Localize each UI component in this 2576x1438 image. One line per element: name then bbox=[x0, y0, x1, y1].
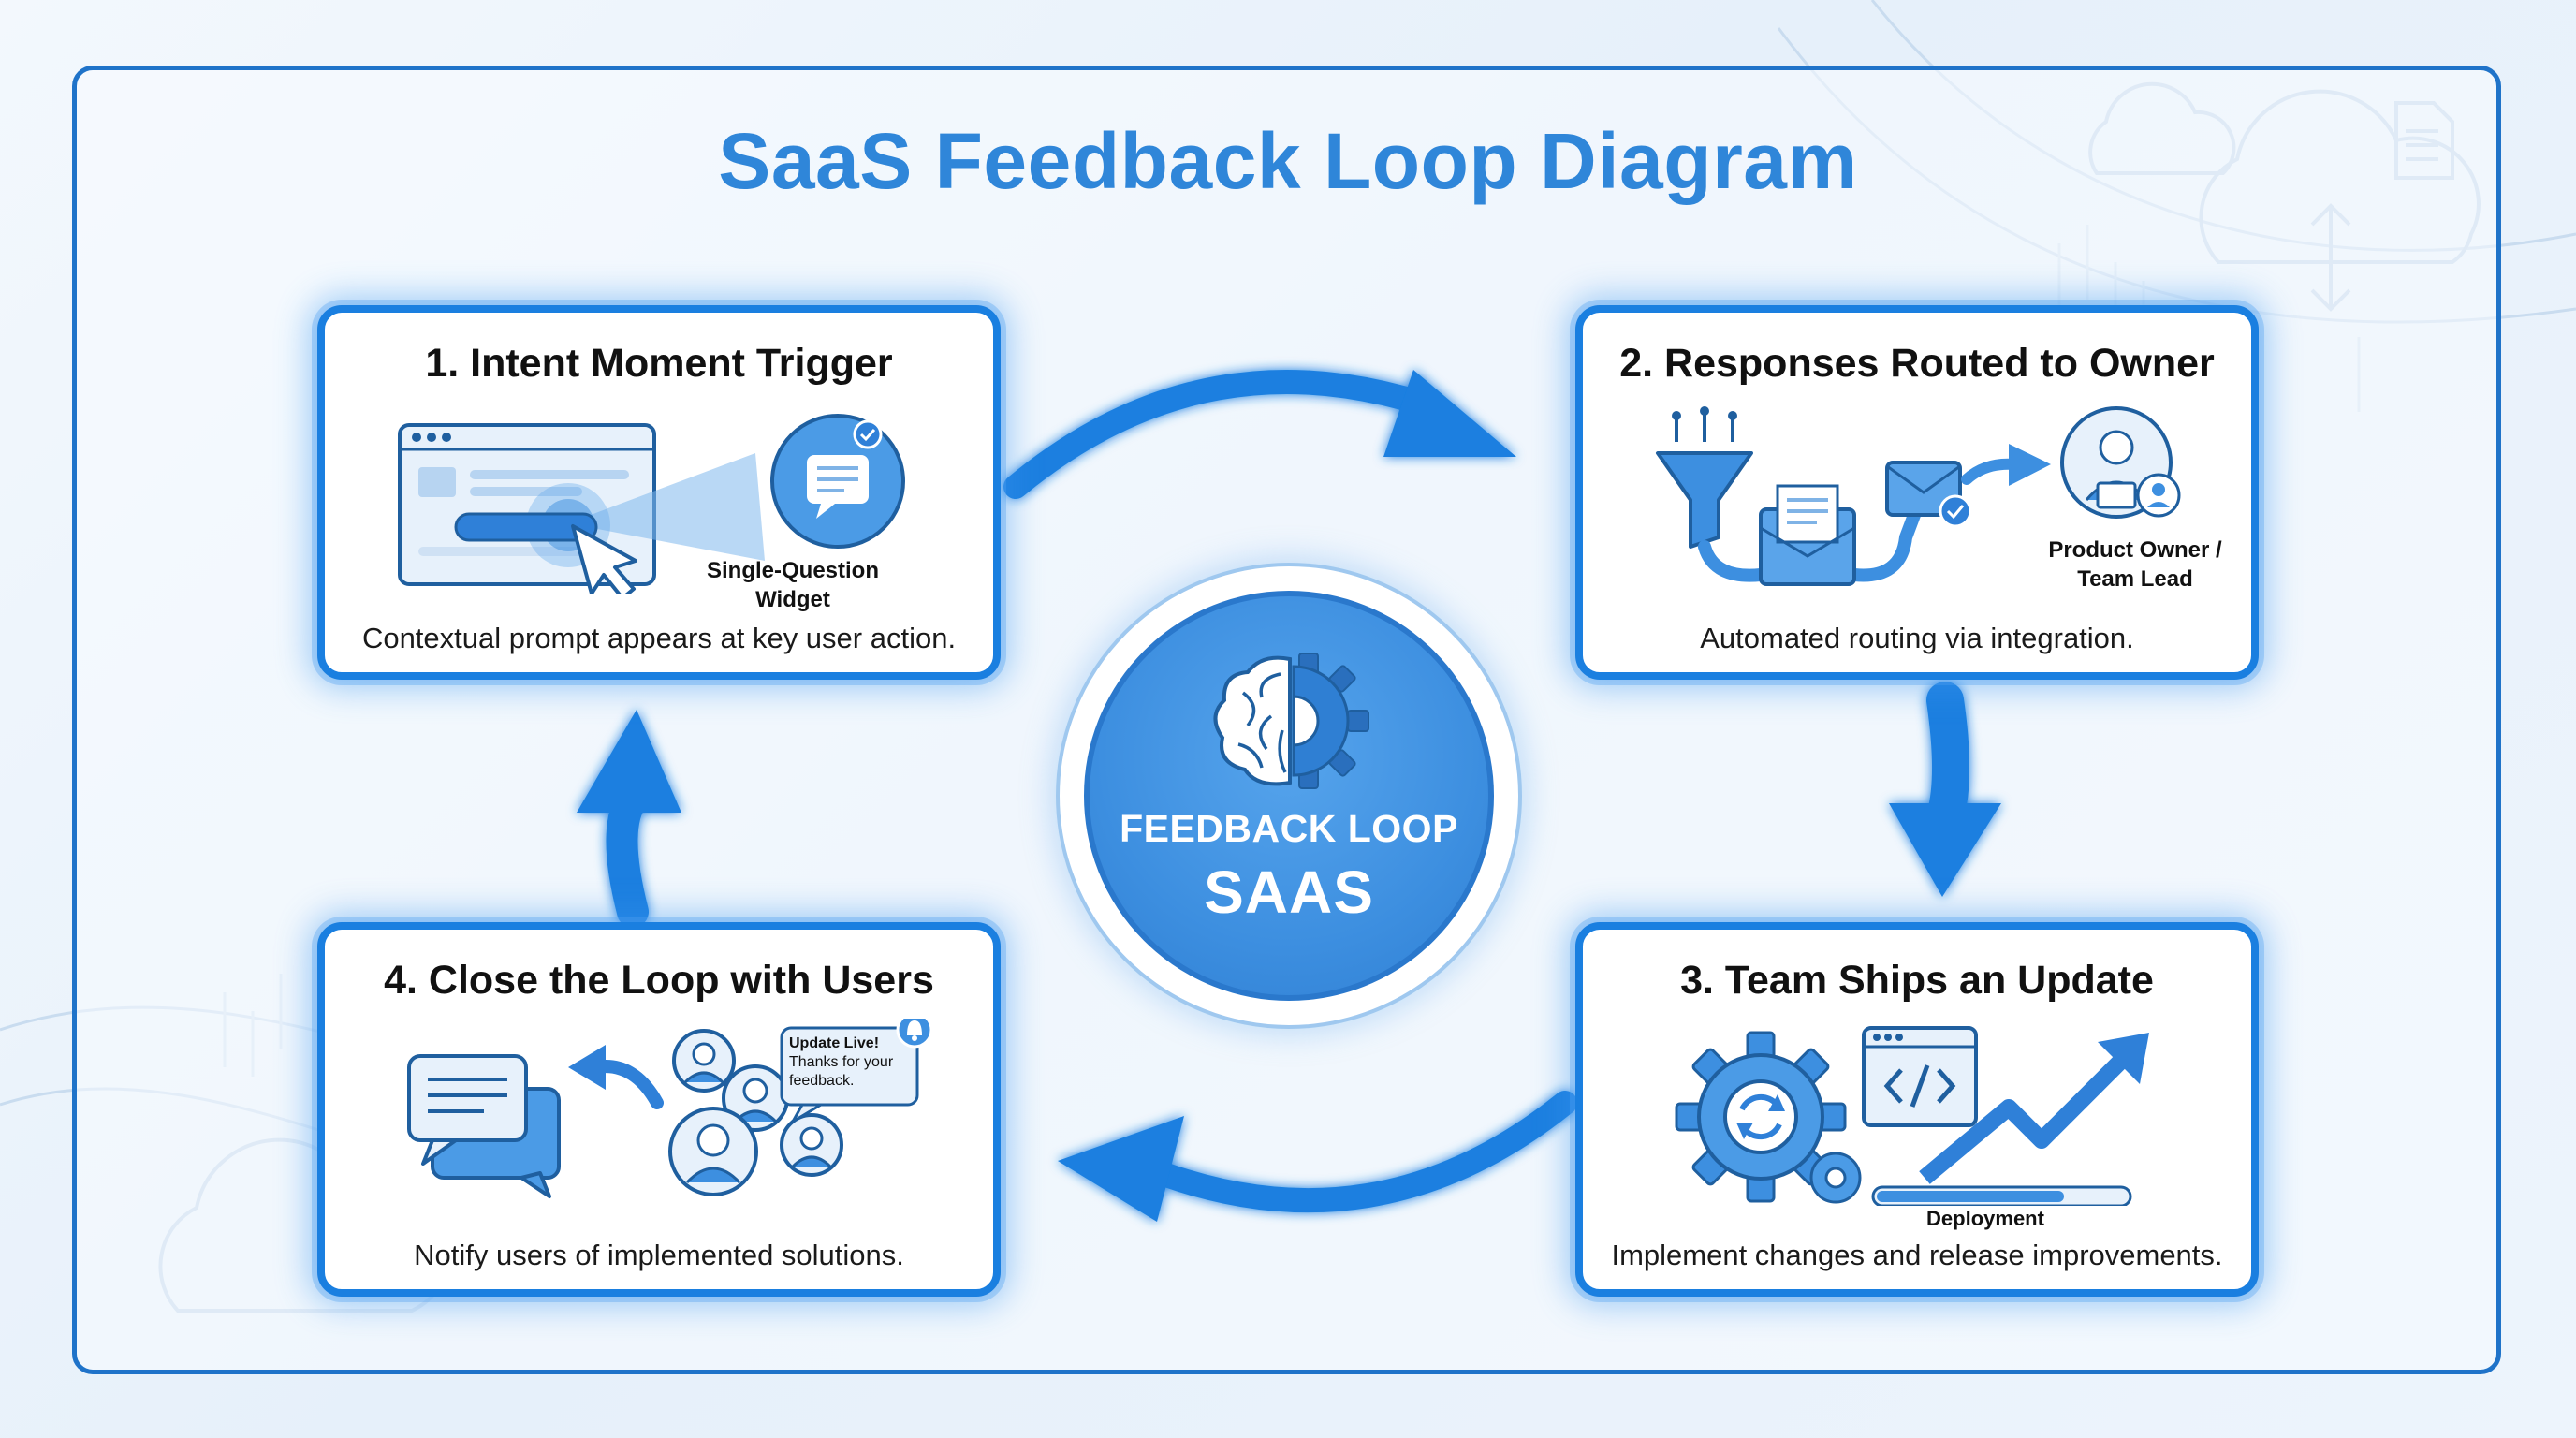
step-card-close-loop: 4. Close the Loop with Users bbox=[317, 922, 1001, 1297]
owner-label: Product Owner / Team Lead bbox=[2023, 536, 2247, 594]
chat-bubbles-icon bbox=[407, 1054, 561, 1198]
step-title: 2. Responses Routed to Owner bbox=[1619, 341, 2215, 386]
owner-label-line2: Team Lead bbox=[2077, 566, 2193, 592]
chat-widget-icon bbox=[770, 414, 905, 549]
widget-label: Single-Question Widget bbox=[690, 556, 896, 614]
notification-title: Update Live! bbox=[789, 1035, 880, 1051]
envelope-icon bbox=[1885, 461, 1972, 528]
close-loop-illustration bbox=[407, 1019, 933, 1198]
notification-line: feedback. bbox=[789, 1073, 855, 1089]
intent-trigger-illustration bbox=[398, 414, 905, 594]
step-title: 3. Team Ships an Update bbox=[1680, 958, 2154, 1003]
trend-arrow-icon bbox=[1919, 1033, 2149, 1184]
step-title: 1. Intent Moment Trigger bbox=[425, 341, 893, 386]
routing-illustration bbox=[1656, 406, 2181, 586]
widget-label-line1: Single-Question bbox=[706, 558, 879, 583]
step-description: Automated routing via integration. bbox=[1700, 622, 2134, 654]
user-avatar-icon bbox=[2060, 406, 2181, 519]
step-description: Contextual prompt appears at key user ac… bbox=[361, 622, 957, 654]
step-card-intent-trigger: 1. Intent Moment Trigger bbox=[317, 305, 1001, 680]
notification-bubble: Update Live! Thanks for your feedback. bbox=[789, 1034, 920, 1091]
bell-icon bbox=[896, 1019, 933, 1049]
gear-icon bbox=[1675, 1031, 1862, 1204]
funnel-icon bbox=[1656, 406, 1753, 549]
cursor-icon bbox=[571, 524, 637, 594]
envelope-icon bbox=[1759, 484, 1856, 586]
step-description: Notify users of implemented solutions. bbox=[414, 1239, 904, 1271]
deployment-label: Deployment bbox=[1926, 1207, 2044, 1230]
code-window-icon bbox=[1862, 1026, 1978, 1127]
hub-label: FEEDBACK LOOP bbox=[1120, 807, 1458, 850]
step-description: Implement changes and release improvemen… bbox=[1611, 1239, 2223, 1271]
widget-label-line2: Widget bbox=[755, 587, 830, 612]
step-title: 4. Close the Loop with Users bbox=[384, 958, 934, 1003]
notification-line: Thanks for your bbox=[789, 1054, 894, 1070]
step-card-routing: 2. Responses Routed to Owner bbox=[1575, 305, 2259, 680]
page-title: SaaS Feedback Loop Diagram bbox=[718, 117, 1858, 205]
hub-label-main: SAAS bbox=[1204, 858, 1374, 926]
brain-gear-icon bbox=[1213, 653, 1369, 789]
owner-label-line1: Product Owner / bbox=[2048, 537, 2222, 563]
users-group-icon bbox=[668, 1029, 843, 1196]
ship-update-illustration bbox=[1675, 1026, 2149, 1206]
step-card-ship-update: 3. Team Ships an Update bbox=[1575, 922, 2259, 1297]
